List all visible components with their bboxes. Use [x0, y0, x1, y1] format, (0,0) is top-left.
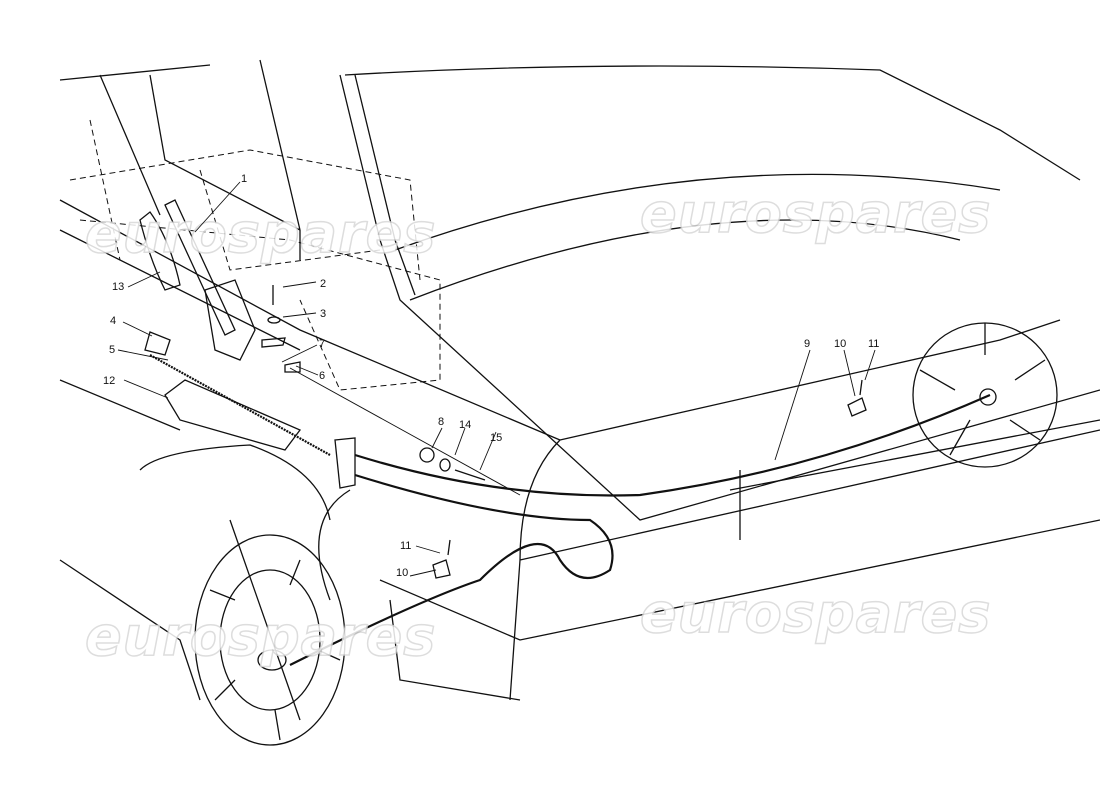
callout-4: 4 — [110, 315, 116, 327]
callout-5: 5 — [109, 344, 115, 356]
handbrake-lever — [139, 199, 301, 373]
watermark: eurospares — [640, 182, 991, 245]
callout-7: 7 — [319, 338, 325, 350]
callout-8: 8 — [438, 416, 444, 428]
front-brake-shield — [194, 489, 351, 746]
callout-11-front: 11 — [400, 540, 411, 552]
watermark: eurospares — [640, 582, 991, 645]
watermark: eurospares — [85, 202, 436, 265]
callout-3: 3 — [320, 308, 326, 320]
rear-brake-shield — [912, 322, 1058, 468]
car-body-outline — [59, 59, 1100, 701]
leader-lines — [117, 181, 876, 577]
callout-9: 9 — [804, 338, 810, 350]
watermarks: eurospares eurospares eurospares eurospa… — [84, 181, 991, 669]
callout-13: 13 — [112, 281, 124, 293]
watermark: eurospares — [85, 605, 436, 668]
callout-10-rear: 10 — [834, 338, 846, 350]
callout-15: 15 — [490, 432, 502, 444]
callout-labels: 1 2 3 4 5 6 7 8 9 10 11 12 13 14 15 11 1… — [103, 173, 879, 579]
callout-10-front: 10 — [396, 567, 408, 579]
callout-14: 14 — [459, 419, 471, 431]
callout-2: 2 — [320, 278, 326, 290]
callout-6: 6 — [319, 370, 325, 382]
callout-12: 12 — [103, 375, 115, 387]
brake-cables — [149, 354, 991, 666]
callout-1: 1 — [241, 173, 247, 185]
callout-11-rear: 11 — [868, 338, 879, 350]
